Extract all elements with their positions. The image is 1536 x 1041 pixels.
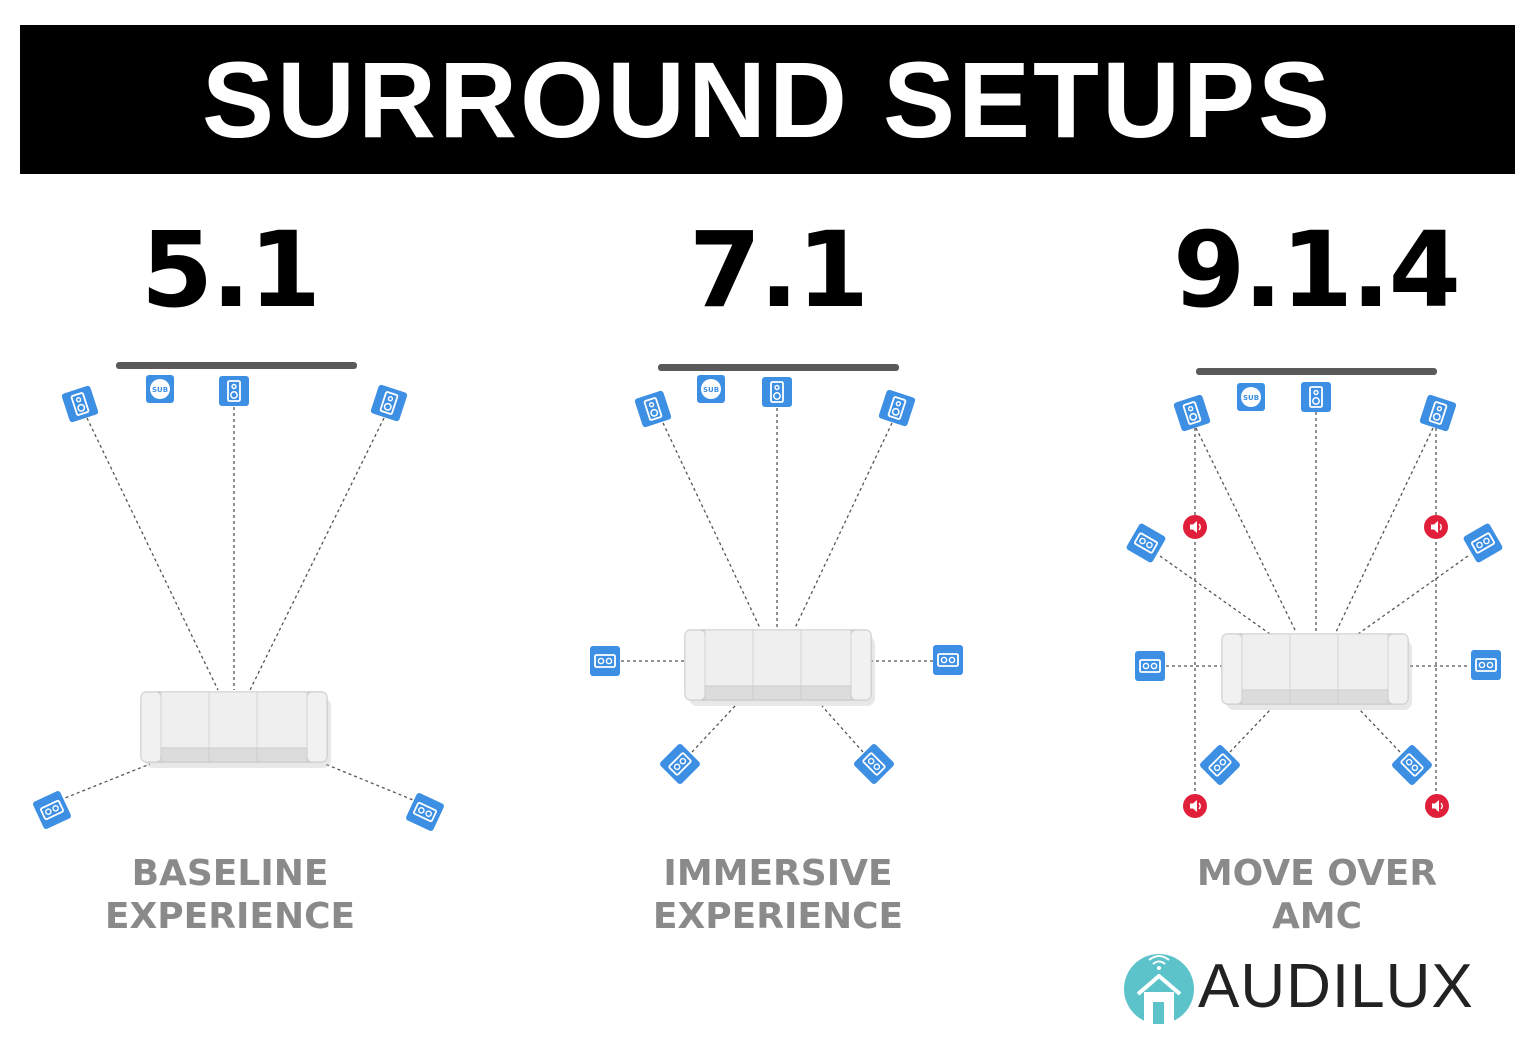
house-wifi-icon	[1124, 954, 1194, 1024]
page-title: SURROUND SETUPS	[201, 38, 1334, 160]
height-speaker-icon	[1423, 514, 1449, 540]
caption-9-1-4: MOVE OVER AMC	[1196, 853, 1438, 937]
sound-lines	[1159, 412, 1470, 796]
speaker-icon	[60, 384, 100, 424]
sound-lines	[59, 407, 419, 803]
sofa-icon	[140, 691, 332, 769]
speaker-icon	[1300, 381, 1332, 413]
tv-screen-icon	[116, 362, 357, 369]
header-banner: SURROUND SETUPS	[20, 25, 1515, 174]
svg-text:SUB: SUB	[703, 386, 719, 394]
speaker-icon	[31, 789, 73, 831]
audilux-logo: AUDILUX	[1122, 950, 1474, 1030]
sofa-icon	[1221, 633, 1413, 711]
height-speaker-icon	[1424, 793, 1450, 819]
setup-title-9-1-4: 9.1.4	[1172, 209, 1461, 331]
speaker-icon	[877, 388, 917, 428]
speaker-icon	[1470, 649, 1502, 681]
height-speaker-icon	[1182, 793, 1208, 819]
setup-title-7-1: 7.1	[688, 209, 869, 331]
speaker-icon	[1172, 393, 1212, 433]
speaker-icon	[1134, 650, 1166, 682]
svg-text:SUB: SUB	[152, 386, 168, 394]
speaker-icon	[657, 741, 703, 787]
tv-screen-icon	[1196, 368, 1437, 375]
layout-9-1-4: SUB	[1124, 368, 1505, 819]
sound-lines	[621, 408, 933, 753]
subwoofer-icon: SUB	[697, 375, 725, 403]
speaker-icon	[1389, 742, 1435, 788]
tv-screen-icon	[658, 364, 899, 371]
logo-text: AUDILUX	[1198, 952, 1474, 1021]
svg-text:SUB: SUB	[1243, 394, 1259, 402]
height-speaker-icon	[1182, 514, 1208, 540]
speaker-icon	[1124, 521, 1168, 565]
subwoofer-icon: SUB	[1237, 383, 1265, 411]
caption-5-1: BASELINE EXPERIENCE	[104, 853, 356, 937]
speaker-icon	[633, 389, 673, 429]
speaker-icon	[404, 791, 446, 833]
speaker-icon	[369, 383, 409, 423]
speaker-icon	[1418, 393, 1458, 433]
layout-5-1: SUB	[31, 362, 446, 833]
speaker-icon	[932, 644, 964, 676]
setup-title-5-1: 5.1	[140, 209, 321, 331]
speaker-icon	[589, 645, 621, 677]
sofa-icon	[684, 629, 876, 707]
speaker-icon	[761, 376, 793, 408]
speaker-icon	[1197, 742, 1243, 788]
speaker-icon	[1461, 521, 1505, 565]
speaker-icon	[851, 741, 897, 787]
speaker-icon	[218, 375, 250, 407]
caption-7-1: IMMERSIVE EXPERIENCE	[652, 853, 904, 937]
layout-7-1: SUB	[589, 364, 964, 787]
subwoofer-icon: SUB	[146, 375, 174, 403]
